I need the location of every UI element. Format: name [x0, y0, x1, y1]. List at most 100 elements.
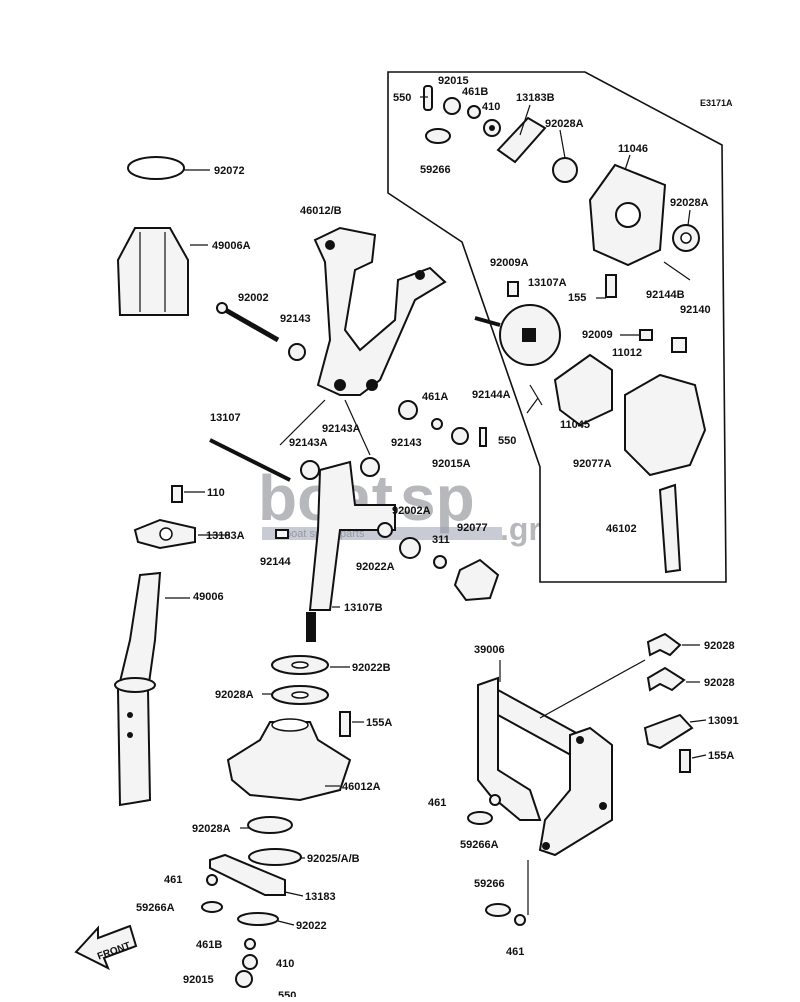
column-49006-hole-b: [127, 732, 133, 738]
watermark-brand-right: sp: [400, 462, 475, 534]
label-49006A: 49006A: [212, 240, 251, 252]
label-92015-top: 92015: [438, 75, 469, 87]
label-155: 155: [568, 292, 586, 304]
leader-92144A: [526, 397, 539, 414]
label-110: 110: [207, 487, 225, 499]
spring-92144B: [663, 261, 691, 281]
leader-155A-right: [691, 754, 707, 759]
washer-461A: [431, 418, 443, 430]
label-46012B: 46012/B: [300, 205, 342, 217]
label-11012: 11012: [612, 347, 642, 359]
nut-92015: [443, 97, 461, 115]
bolt-92002-head: [216, 302, 228, 314]
arm-46012B-body: [313, 226, 447, 396]
bolt-92009A: [507, 281, 519, 297]
label-155A-mid: 155A: [366, 717, 392, 729]
plate-13183A-hole: [159, 527, 173, 541]
label-461B-top: 461B: [462, 86, 488, 98]
label-11046: 11046: [618, 143, 648, 155]
assembly-frame: [387, 71, 727, 583]
label-311: 311: [432, 534, 450, 546]
spring-92144A: [529, 384, 543, 406]
label-550-mid: 550: [498, 435, 516, 447]
label-92022B: 92022B: [352, 662, 391, 674]
column-49006: [114, 571, 162, 807]
washer-461-mid: [489, 794, 501, 806]
fitting-59266A-mid: [467, 811, 493, 825]
arm-46012B: [313, 226, 447, 396]
bolt-110: [171, 485, 183, 503]
frame-39006-hole-b: [599, 802, 607, 810]
boot-49006A-ribs: [139, 232, 166, 312]
label-59266-low: 59266: [474, 878, 505, 890]
washer-92022B-hole: [291, 661, 309, 669]
fitting-59266A-low: [201, 901, 223, 913]
clip-92028-top: [646, 632, 682, 657]
bushing-92143-mid: [398, 400, 418, 420]
label-92143-upper: 92143: [280, 313, 311, 325]
bolt-92009: [639, 329, 653, 341]
washer-461-bottom: [514, 914, 526, 926]
label-155A-right: 155A: [708, 750, 734, 762]
nut-311: [433, 555, 447, 569]
rod-13107: [209, 438, 291, 482]
boot-49006A: [116, 227, 189, 316]
watermark-suffix: .gr: [500, 511, 541, 547]
washer-92028A-low: [247, 816, 293, 834]
washer-92022: [237, 912, 279, 926]
label-92009A: 92009A: [490, 257, 529, 269]
pin-550-mid: [479, 427, 487, 447]
washer-461B-low: [244, 938, 256, 950]
label-92028-bottom: 92028: [704, 677, 735, 689]
fitting-59266: [425, 128, 451, 144]
front-arrow-shape: [74, 924, 138, 971]
leader-92028A-top: [559, 129, 566, 159]
leader-92143A-a: [279, 399, 326, 446]
label-92028A-low: 92028A: [192, 823, 231, 835]
label-92028A-top: 92028A: [545, 118, 584, 130]
label-461-bottom: 461: [506, 946, 524, 958]
washer-92025: [248, 848, 302, 866]
bolt-92002-shank: [220, 305, 280, 343]
leader-92143A-b: [344, 399, 371, 456]
label-92009: 92009: [582, 329, 613, 341]
bracket-11046: [588, 163, 700, 298]
frame-39006-hole-c: [542, 842, 550, 850]
label-11045: 11045: [560, 419, 590, 431]
label-461-mid: 461: [428, 797, 446, 809]
arm-46012B-hole-d: [366, 379, 378, 391]
label-92072: 92072: [214, 165, 245, 177]
frame-39006: [477, 676, 613, 857]
base-46012A-body: [226, 721, 352, 802]
washer-92022A: [377, 522, 393, 538]
label-92144: 92144: [260, 556, 291, 568]
leader-13183: [284, 891, 304, 897]
nut-92015A: [451, 427, 469, 445]
label-13107A: 13107A: [528, 277, 567, 289]
label-92077: 92077: [457, 522, 488, 534]
cable-46102: [658, 483, 682, 574]
label-39006: 39006: [474, 644, 505, 656]
label-92015A: 92015A: [432, 458, 471, 470]
washer-92028A-right-hole: [680, 232, 692, 244]
label-13183A: 13183A: [206, 530, 245, 542]
bolt-155A-mid: [339, 711, 351, 737]
boot-49006A-body: [116, 227, 189, 316]
bolt-155A-right: [679, 749, 691, 773]
label-92077A: 92077A: [573, 458, 612, 470]
label-59266A-mid: 59266A: [460, 839, 499, 851]
label-46102: 46102: [606, 523, 637, 535]
part-labels: 550 92015 461B 410 13183B 92028A 59266 1…: [136, 75, 739, 1002]
label-49006: 49006: [193, 591, 224, 603]
label-92028A-right: 92028A: [670, 197, 709, 209]
clip-92028-bottom: [646, 666, 686, 692]
base-46012A-stack: [201, 655, 352, 988]
label-13183: 13183: [305, 891, 336, 903]
cable-drum-assembly: [474, 281, 707, 574]
label-92144B: 92144B: [646, 289, 685, 301]
pin-550: [423, 85, 433, 111]
lever-13183: [209, 853, 286, 896]
label-59266A-low: 59266A: [136, 902, 175, 914]
label-92028-top: 92028: [704, 640, 735, 652]
